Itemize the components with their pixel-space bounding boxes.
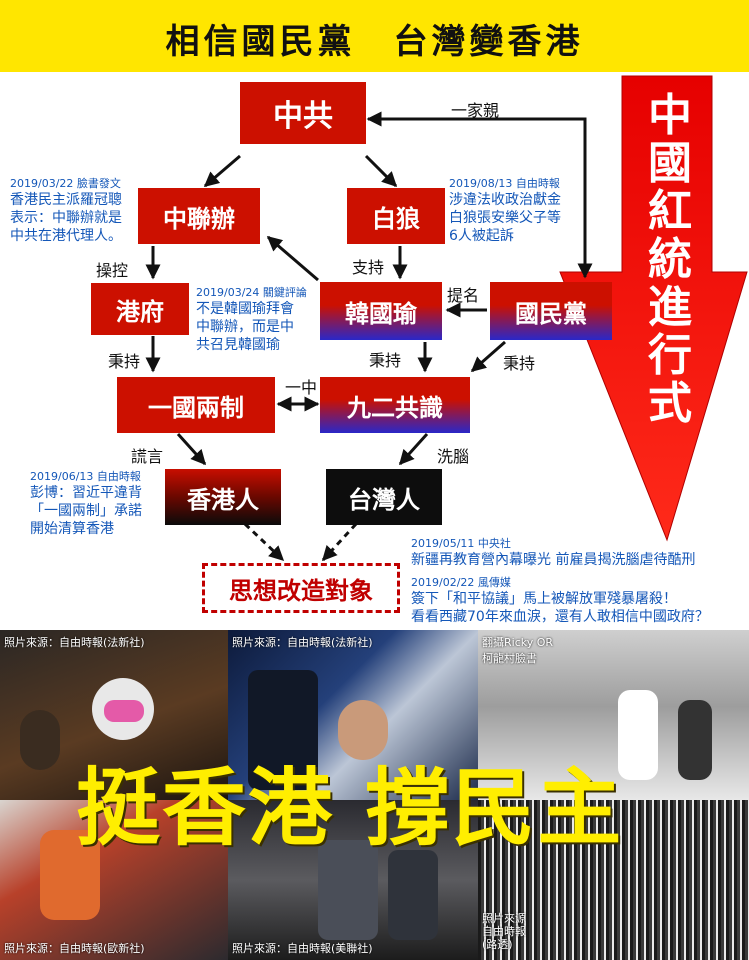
edge-label-manipulate: 操控 [96, 261, 129, 280]
edge-label-lies: 謊言 [131, 447, 164, 466]
news-note: 2019/06/13 自由時報 彭博：習近平違背 「一國兩制」承諾 開始清算香港 [30, 470, 142, 538]
photo-credit: 翻攝Ricky OR 柯龍村臉書 [482, 636, 554, 665]
arrow-char: 紅 [648, 186, 692, 237]
edge-label-one-family: 一家親 [451, 101, 500, 120]
news-note: 2019/03/24 關鍵評論 不是韓國瑜拜會 中聯辦，而是中 共召見韓國瑜 [196, 286, 307, 354]
photo-credit: 照片來源：自由時報(法新社) [232, 636, 373, 649]
node-kmt: 國民黨 [490, 282, 612, 340]
protest-photo [0, 800, 228, 960]
red-unification-arrow [559, 75, 748, 542]
arrow-char: 進 [648, 282, 692, 333]
node-one-country-two-systems: 一國兩制 [117, 377, 275, 433]
note-date: 2019/03/24 關鍵評論 [196, 286, 307, 299]
news-note: 2019/03/22 臉書發文 香港民主派羅冠聰 表示：中聯辦就是 中共在港代理… [10, 177, 122, 245]
protest-photo [478, 800, 749, 960]
note-line: 「一國兩制」承諾 [30, 503, 142, 519]
note-line: 彭博：習近平違背 [30, 485, 142, 501]
photo-collage: 照片來源：自由時報(法新社) 照片來源：自由時報(法新社) 翻攝Ricky OR… [0, 630, 749, 960]
edge-label-nominate: 提名 [447, 286, 480, 305]
edge-label-support: 支持 [352, 258, 385, 277]
note-line: 6人被起訴 [449, 228, 514, 244]
edge-label-brainwash: 洗腦 [437, 447, 470, 466]
arrow-char: 式 [648, 378, 692, 429]
note-line: 共召見韓國瑜 [196, 337, 280, 353]
title-banner: 相信國民黨 台灣變香港 [0, 0, 749, 72]
note-line: 開始清算香港 [30, 521, 114, 537]
node-hk-government: 港府 [91, 283, 189, 335]
protest-photo [478, 630, 749, 800]
note-date: 2019/08/13 自由時報 [449, 177, 560, 190]
node-han-kuo-yu: 韓國瑜 [320, 282, 442, 340]
photo-credit: 照片來源：自由時報(法新社) [4, 636, 145, 649]
node-liaison-office: 中聯辦 [138, 188, 260, 244]
node-hongkongers: 香港人 [165, 469, 281, 525]
arrow-caption: 中 國 紅 統 進 行 式 [642, 92, 698, 428]
protest-photo [228, 800, 478, 960]
note-date: 2019/02/22 風傳媒 [411, 576, 511, 589]
diagram-arrows [145, 75, 748, 562]
arrow-char: 中 [648, 90, 692, 141]
note-date: 2019/03/22 臉書發文 [10, 177, 121, 190]
note-line: 涉違法收政治獻金 [449, 192, 561, 208]
edge-label-one-china: 一中 [285, 378, 318, 397]
photo-credit: 照片來源：自由時報(歐新社) [4, 942, 145, 955]
note-line: 香港民主派羅冠聰 [10, 192, 122, 208]
note-line: 白狼張安樂父子等 [449, 210, 561, 226]
node-1992-consensus: 九二共識 [320, 377, 470, 433]
news-note: 2019/08/13 自由時報 涉違法收政治獻金 白狼張安樂父子等 6人被起訴 [449, 177, 561, 245]
note-line: 表示：中聯辦就是 [10, 210, 122, 226]
protest-photo [228, 630, 478, 800]
protest-photo [0, 630, 228, 800]
slogan: 挺香港 撐民主 [76, 759, 624, 857]
edge-label-uphold: 秉持 [108, 352, 141, 371]
note-line: 新疆再教育營內幕曝光 前雇員揭洗腦虐待酷刑 [411, 552, 696, 568]
photo-credit: 照片來源 自由時報 (路透) [482, 912, 526, 951]
note-date: 2019/06/13 自由時報 [30, 470, 141, 483]
note-line: 中聯辦，而是中 [196, 319, 294, 335]
note-line: 看看西藏70年來血淚，還有人敢相信中國政府？ [411, 609, 709, 625]
arrow-char: 統 [648, 234, 692, 285]
node-ccp: 中共 [240, 82, 366, 144]
note-line: 中共在港代理人。 [10, 228, 122, 244]
banner-title: 相信國民黨 台灣變香港 [165, 22, 584, 62]
node-reeducation-target: 思想改造對象 [202, 563, 400, 613]
edge-label-uphold: 秉持 [369, 351, 402, 370]
note-date: 2019/05/11 中央社 [411, 537, 511, 550]
news-note: 2019/02/22 風傳媒 簽下「和平協議」馬上被解放軍殘暴屠殺！ 看看西藏7… [411, 576, 709, 626]
note-line: 不是韓國瑜拜會 [196, 301, 294, 317]
relationship-diagram: 中 國 紅 統 進 行 式 中共 中聯辦 白狼 港府 韓國瑜 國民黨 一國兩制 … [0, 72, 749, 630]
edge-label-uphold: 秉持 [503, 354, 536, 373]
photo-credit: 照片來源：自由時報(美聯社) [232, 942, 373, 955]
node-white-wolf: 白狼 [347, 188, 445, 244]
arrow-char: 行 [648, 330, 692, 381]
arrow-char: 國 [648, 138, 692, 189]
note-line: 簽下「和平協議」馬上被解放軍殘暴屠殺！ [411, 591, 677, 607]
news-note: 2019/05/11 中央社 新疆再教育營內幕曝光 前雇員揭洗腦虐待酷刑 [411, 537, 695, 569]
node-taiwanese: 台灣人 [326, 469, 442, 525]
